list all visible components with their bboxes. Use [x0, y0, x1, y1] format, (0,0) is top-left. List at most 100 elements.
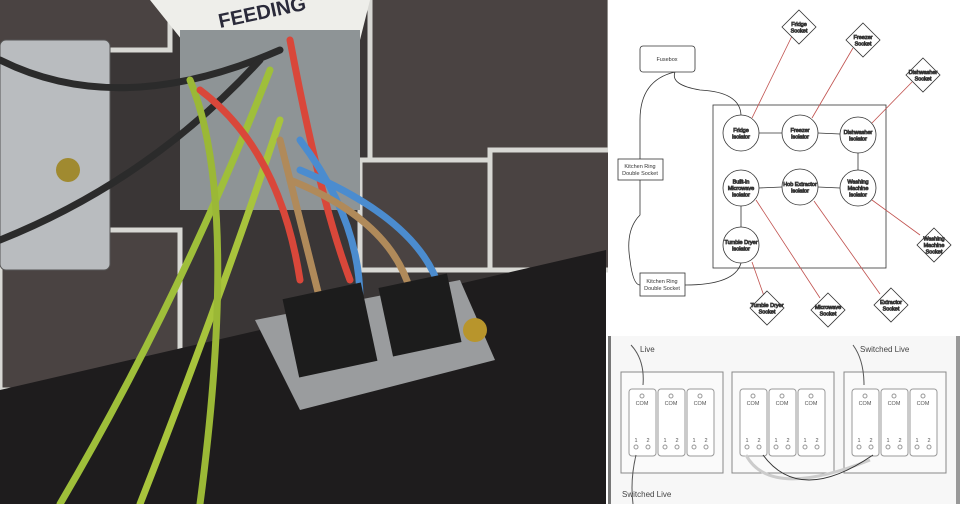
- terminal-label: 2: [646, 438, 649, 444]
- node-label-line: Built-in: [733, 180, 750, 186]
- node-label-line: Isolator: [849, 136, 867, 142]
- terminal-label: 1: [745, 438, 748, 444]
- node-label-line: Machine: [924, 243, 945, 249]
- switch-module: COM 1 2: [851, 388, 880, 457]
- terminal-label: 2: [815, 438, 818, 444]
- node-label-line: Isolator: [791, 188, 809, 194]
- terminal-label: 2: [786, 438, 789, 444]
- node-label-line: Isolator: [791, 134, 809, 140]
- node-label-line: Hob Extractor: [783, 182, 817, 188]
- svg-text:Kitchen Ring: Kitchen Ring: [624, 164, 655, 170]
- terminal-label: COM: [776, 401, 789, 407]
- node-label-line: Washing: [847, 180, 868, 186]
- switch-module: COM 1 2: [686, 388, 715, 457]
- switch-module: COM 1 2: [909, 388, 938, 457]
- svg-text:Kitchen Ring: Kitchen Ring: [646, 279, 677, 285]
- terminal-label: 2: [704, 438, 707, 444]
- node-label-line: Socket: [820, 311, 837, 317]
- terminal-label: 2: [869, 438, 872, 444]
- node-label-line: Socket: [855, 41, 872, 47]
- switch-module: COM 1 2: [657, 388, 686, 457]
- terminal-label: COM: [665, 401, 678, 407]
- node-label-line: Freezer: [854, 35, 873, 41]
- terminal-label: COM: [888, 401, 901, 407]
- node-label-line: Socket: [883, 306, 900, 312]
- terminal-label: 1: [803, 438, 806, 444]
- terminal-label: 1: [634, 438, 637, 444]
- node-label-line: Washing: [923, 237, 944, 243]
- node-label-line: Socket: [791, 28, 808, 34]
- switch-module: COM 1 2: [628, 388, 657, 457]
- terminal-label: COM: [636, 401, 649, 407]
- switch-wiring-diagram: COM 1 2 COM 1 2 COM 1 2 COM 1 2 COM 1 2 COM 1 2 COM 1 2 COM 1 2…: [608, 336, 960, 505]
- switch-module: [282, 282, 378, 378]
- node-label-line: Socket: [759, 309, 776, 315]
- terminal-label: 1: [886, 438, 889, 444]
- switch-plate: COM 1 2 COM 1 2 COM 1 2: [620, 371, 724, 474]
- terminal-label: 1: [857, 438, 860, 444]
- switched-live-label-top: Switched Live: [860, 345, 910, 354]
- live-label: Live: [640, 345, 655, 354]
- node-label-line: Dishwasher: [909, 70, 938, 76]
- node-label-line: Socket: [915, 76, 932, 82]
- terminal-label: COM: [694, 401, 707, 407]
- kitchen-ring-socket-1: Kitchen Ring Double Socket: [617, 158, 664, 181]
- switch-module: [378, 273, 462, 357]
- node-label-line: Extractor: [880, 300, 902, 306]
- cables: [0, 36, 444, 508]
- terminal-label: COM: [859, 401, 872, 407]
- switched-live-label-bottom: Switched Live: [622, 490, 672, 499]
- node-label-line: Tumble Dryer: [750, 303, 783, 309]
- node-label-line: Fridge: [733, 128, 749, 134]
- node-label-line: Fridge: [791, 22, 807, 28]
- switch-module: COM 1 2: [739, 388, 768, 457]
- fusebox-label: Fusebox: [656, 57, 677, 63]
- chrome-socket: [0, 39, 111, 271]
- circuit-diagram: Fusebox Kitchen Ring Double Socket Kitch…: [608, 0, 960, 332]
- terminal-label: COM: [747, 401, 760, 407]
- terminal-label: 2: [757, 438, 760, 444]
- wiring-photo: FEEDING: [0, 0, 623, 508]
- node-label-line: Freezer: [791, 128, 810, 134]
- node-label-line: Isolator: [732, 193, 750, 199]
- terminal-label: COM: [917, 401, 930, 407]
- switch-plate: COM 1 2 COM 1 2 COM 1 2: [731, 371, 835, 474]
- node-label-line: Microwave: [728, 186, 754, 192]
- node-label-line: Tumble Dryer: [724, 240, 757, 246]
- kitchen-ring-socket-2: Kitchen Ring Double Socket: [639, 272, 686, 297]
- node-label-line: Isolator: [732, 246, 750, 252]
- switch-module: COM 1 2: [768, 388, 797, 457]
- node-label-line: Isolator: [849, 193, 867, 199]
- node-label-line: Microwave: [815, 305, 841, 311]
- terminal-label: 1: [663, 438, 666, 444]
- terminal-label: 1: [692, 438, 695, 444]
- terminal-label: 2: [675, 438, 678, 444]
- terminal-label: COM: [805, 401, 818, 407]
- svg-text:Double Socket: Double Socket: [622, 171, 658, 177]
- terminal-label: 2: [927, 438, 930, 444]
- svg-text:Double Socket: Double Socket: [644, 286, 680, 292]
- node-label-line: Socket: [926, 250, 943, 256]
- terminal-label: 1: [774, 438, 777, 444]
- node-label-line: Dishwasher: [844, 130, 873, 136]
- terminal-label: 1: [915, 438, 918, 444]
- switch-module: COM 1 2: [797, 388, 826, 457]
- node-label-line: Machine: [848, 186, 869, 192]
- fusebox-node: [639, 45, 696, 73]
